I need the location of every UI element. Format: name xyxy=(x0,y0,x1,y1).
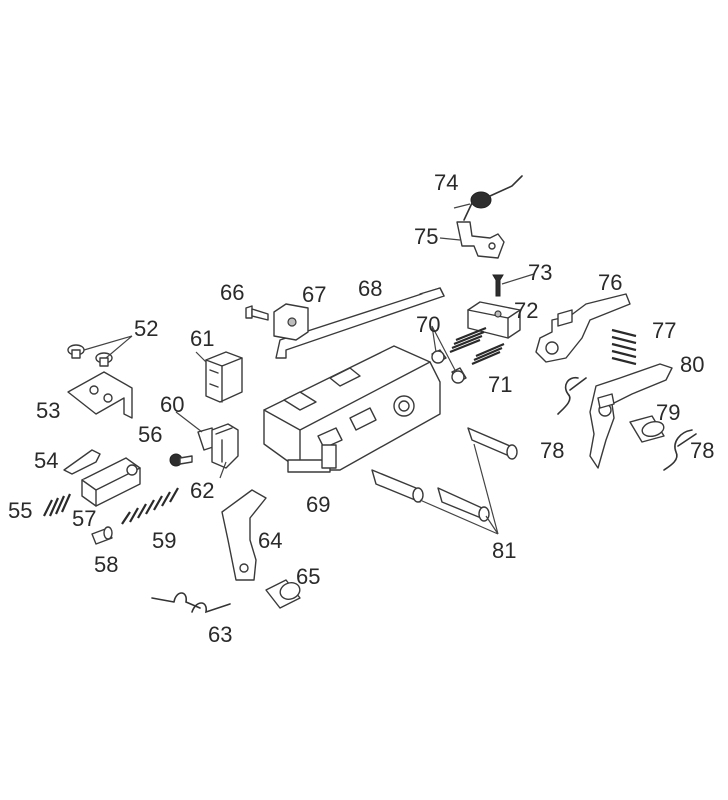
part-69-frame xyxy=(263,345,441,473)
label-60: 60 xyxy=(160,392,184,417)
part-78-spring-left xyxy=(557,376,587,415)
part-59-spring xyxy=(121,487,179,525)
part-73-screw xyxy=(492,274,504,297)
label-68: 68 xyxy=(358,276,382,301)
label-72: 72 xyxy=(514,298,538,323)
part-67-bracket xyxy=(273,303,309,341)
part-number-labels: 52 53 54 55 56 57 58 59 60 61 62 63 64 6… xyxy=(8,170,714,647)
part-56-screw xyxy=(169,453,193,467)
label-67: 67 xyxy=(302,282,326,307)
label-77: 77 xyxy=(652,318,676,343)
label-55: 55 xyxy=(8,498,32,523)
part-79-pin xyxy=(629,415,665,443)
label-76: 76 xyxy=(598,270,622,295)
part-71-springs xyxy=(449,326,505,366)
part-78-spring-right xyxy=(663,429,697,471)
label-52: 52 xyxy=(134,316,158,341)
label-78-right: 78 xyxy=(690,438,714,463)
part-52-screws xyxy=(67,344,113,367)
label-80: 80 xyxy=(680,352,704,377)
part-76-hammer xyxy=(535,293,631,363)
part-64-lever xyxy=(221,489,267,581)
label-73: 73 xyxy=(528,260,552,285)
label-53: 53 xyxy=(36,398,60,423)
part-53-plate xyxy=(67,371,133,419)
label-70: 70 xyxy=(416,312,440,337)
part-65-pin xyxy=(265,579,301,609)
part-80-trigger xyxy=(589,363,673,469)
label-61: 61 xyxy=(190,326,214,351)
label-58: 58 xyxy=(94,552,118,577)
label-71: 71 xyxy=(488,372,512,397)
part-62-latch xyxy=(211,423,239,469)
part-63-springs xyxy=(151,592,231,614)
leader-lines xyxy=(83,203,535,535)
part-74-torsion-spring xyxy=(463,175,523,221)
label-69: 69 xyxy=(306,492,330,517)
part-55-spring xyxy=(43,493,72,517)
part-57-housing xyxy=(81,457,141,507)
label-74: 74 xyxy=(434,170,458,195)
label-59: 59 xyxy=(152,528,176,553)
part-54-slider xyxy=(63,449,101,475)
label-78-left: 78 xyxy=(540,438,564,463)
label-65: 65 xyxy=(296,564,320,589)
label-57: 57 xyxy=(72,506,96,531)
part-68-long-bar xyxy=(275,287,445,359)
part-66-screw xyxy=(245,305,269,321)
label-63: 63 xyxy=(208,622,232,647)
label-56: 56 xyxy=(138,422,162,447)
label-66: 66 xyxy=(220,280,244,305)
part-58-pin xyxy=(91,526,113,545)
label-54: 54 xyxy=(34,448,58,473)
label-79: 79 xyxy=(656,400,680,425)
label-81: 81 xyxy=(492,538,516,563)
part-75-lever xyxy=(456,221,505,259)
part-61-block xyxy=(205,351,243,403)
label-64: 64 xyxy=(258,528,282,553)
label-75: 75 xyxy=(414,224,438,249)
label-62: 62 xyxy=(190,478,214,503)
part-77-spring xyxy=(611,328,637,366)
part-81-pins xyxy=(371,427,518,522)
